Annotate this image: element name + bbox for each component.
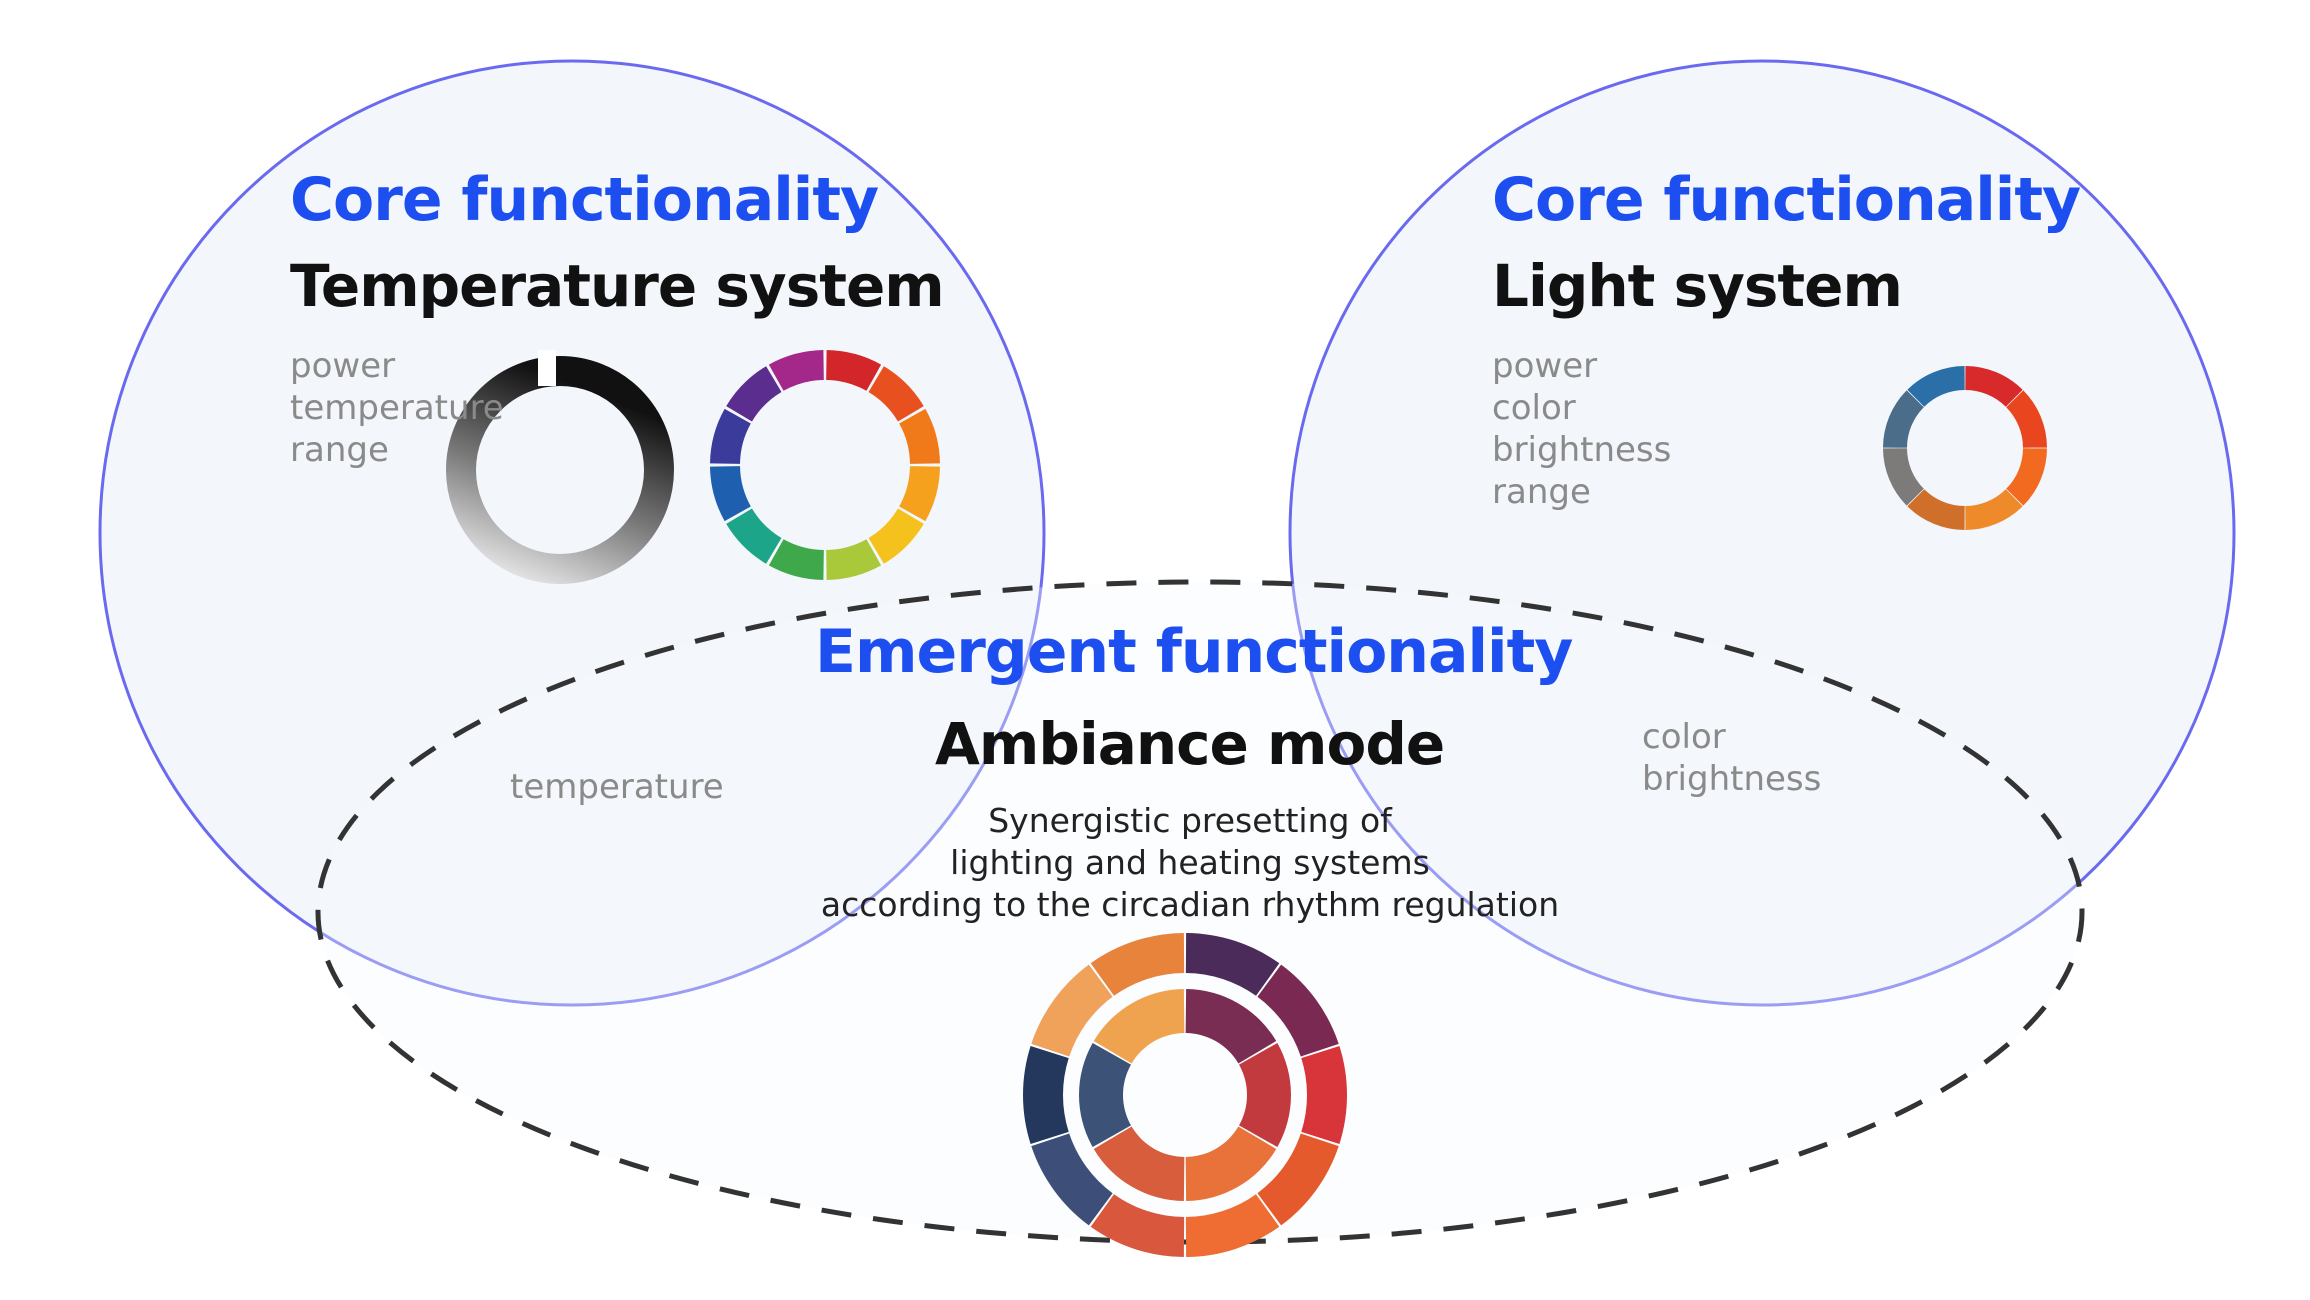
ambiance-inner-segment xyxy=(1185,1126,1277,1201)
color-wheel-segment xyxy=(726,366,782,422)
right-feature-item: power xyxy=(1492,346,1598,386)
right-feature-item: brightness xyxy=(1492,430,1672,470)
overlap-left-label: temperature xyxy=(510,767,724,807)
right-feature-item: color xyxy=(1492,388,1576,428)
light-dial-segment xyxy=(2006,390,2047,448)
right-feature-list: power color brightness range xyxy=(1492,345,1671,513)
left-feature-item: range xyxy=(290,430,389,470)
ambiance-inner-segment xyxy=(1093,1126,1185,1201)
grayscale-ring-icon xyxy=(446,350,674,584)
left-overline: Core functionality xyxy=(290,165,879,235)
light-dial-segment xyxy=(1907,489,1965,530)
light-dial-segment xyxy=(2006,448,2047,506)
ambiance-outer-segment xyxy=(1023,1046,1069,1144)
color-wheel-segment xyxy=(768,539,824,580)
ambiance-inner-segment xyxy=(1079,1042,1131,1148)
color-wheel-segment xyxy=(768,350,824,391)
description-line: lighting and heating systems xyxy=(950,843,1430,882)
ambiance-outer-segment xyxy=(1185,1194,1280,1257)
description-line: Synergistic presetting of xyxy=(988,801,1392,840)
center-description: Synergistic presetting of lighting and h… xyxy=(790,800,1590,926)
ambiance-inner-segment xyxy=(1093,989,1185,1064)
ambiance-wheel-icon xyxy=(1023,933,1347,1257)
light-dial-segment xyxy=(1907,366,1965,407)
center-overline: Emergent functionality xyxy=(815,617,1573,687)
ambiance-outer-segment xyxy=(1090,1194,1185,1257)
right-title: Light system xyxy=(1492,252,1903,320)
color-wheel-segment xyxy=(710,408,751,464)
description-line: according to the circadian rhythm regula… xyxy=(820,885,1560,924)
color-wheel-segment xyxy=(826,350,882,391)
left-feature-item: temperature xyxy=(290,388,504,428)
temperature-system-circle xyxy=(98,59,1046,1007)
ambiance-inner-segment xyxy=(1239,1042,1291,1148)
overlap-right-label: color xyxy=(1642,717,1726,757)
color-wheel-icon xyxy=(710,350,940,580)
ambiance-outer-segment xyxy=(1090,933,1185,996)
color-wheel-segment xyxy=(868,366,924,422)
color-wheel-segment xyxy=(868,508,924,564)
left-title: Temperature system xyxy=(290,252,945,320)
color-wheel-segment xyxy=(826,539,882,580)
left-feature-list: power temperature range xyxy=(290,345,504,471)
ambiance-outer-segment xyxy=(1257,964,1339,1057)
color-wheel-segment xyxy=(726,508,782,564)
left-feature-item: power xyxy=(290,346,396,386)
right-feature-item: range xyxy=(1492,472,1591,512)
ambiance-outer-segment xyxy=(1301,1046,1347,1144)
color-wheel-segment xyxy=(899,408,940,464)
center-title: Ambiance mode xyxy=(935,710,1445,778)
light-system-circle xyxy=(1288,59,2236,1007)
ambiance-outer-segment xyxy=(1031,1133,1113,1226)
ambiance-outer-segment xyxy=(1257,1133,1339,1226)
light-dial-segment xyxy=(1883,390,1924,448)
right-overline: Core functionality xyxy=(1492,165,2081,235)
light-dial-segment xyxy=(1883,448,1924,506)
color-wheel-segment xyxy=(710,466,751,522)
light-temperature-dial-icon xyxy=(1883,366,2047,530)
ambiance-outer-segment xyxy=(1031,964,1113,1057)
overlap-right-labels: color brightness xyxy=(1642,716,1821,800)
ambiance-inner-segment xyxy=(1185,989,1277,1064)
color-wheel-segment xyxy=(899,466,940,522)
light-dial-segment xyxy=(1965,489,2023,530)
ambiance-outer-segment xyxy=(1185,933,1280,996)
light-dial-segment xyxy=(1965,366,2023,407)
overlap-right-label: brightness xyxy=(1642,759,1822,799)
